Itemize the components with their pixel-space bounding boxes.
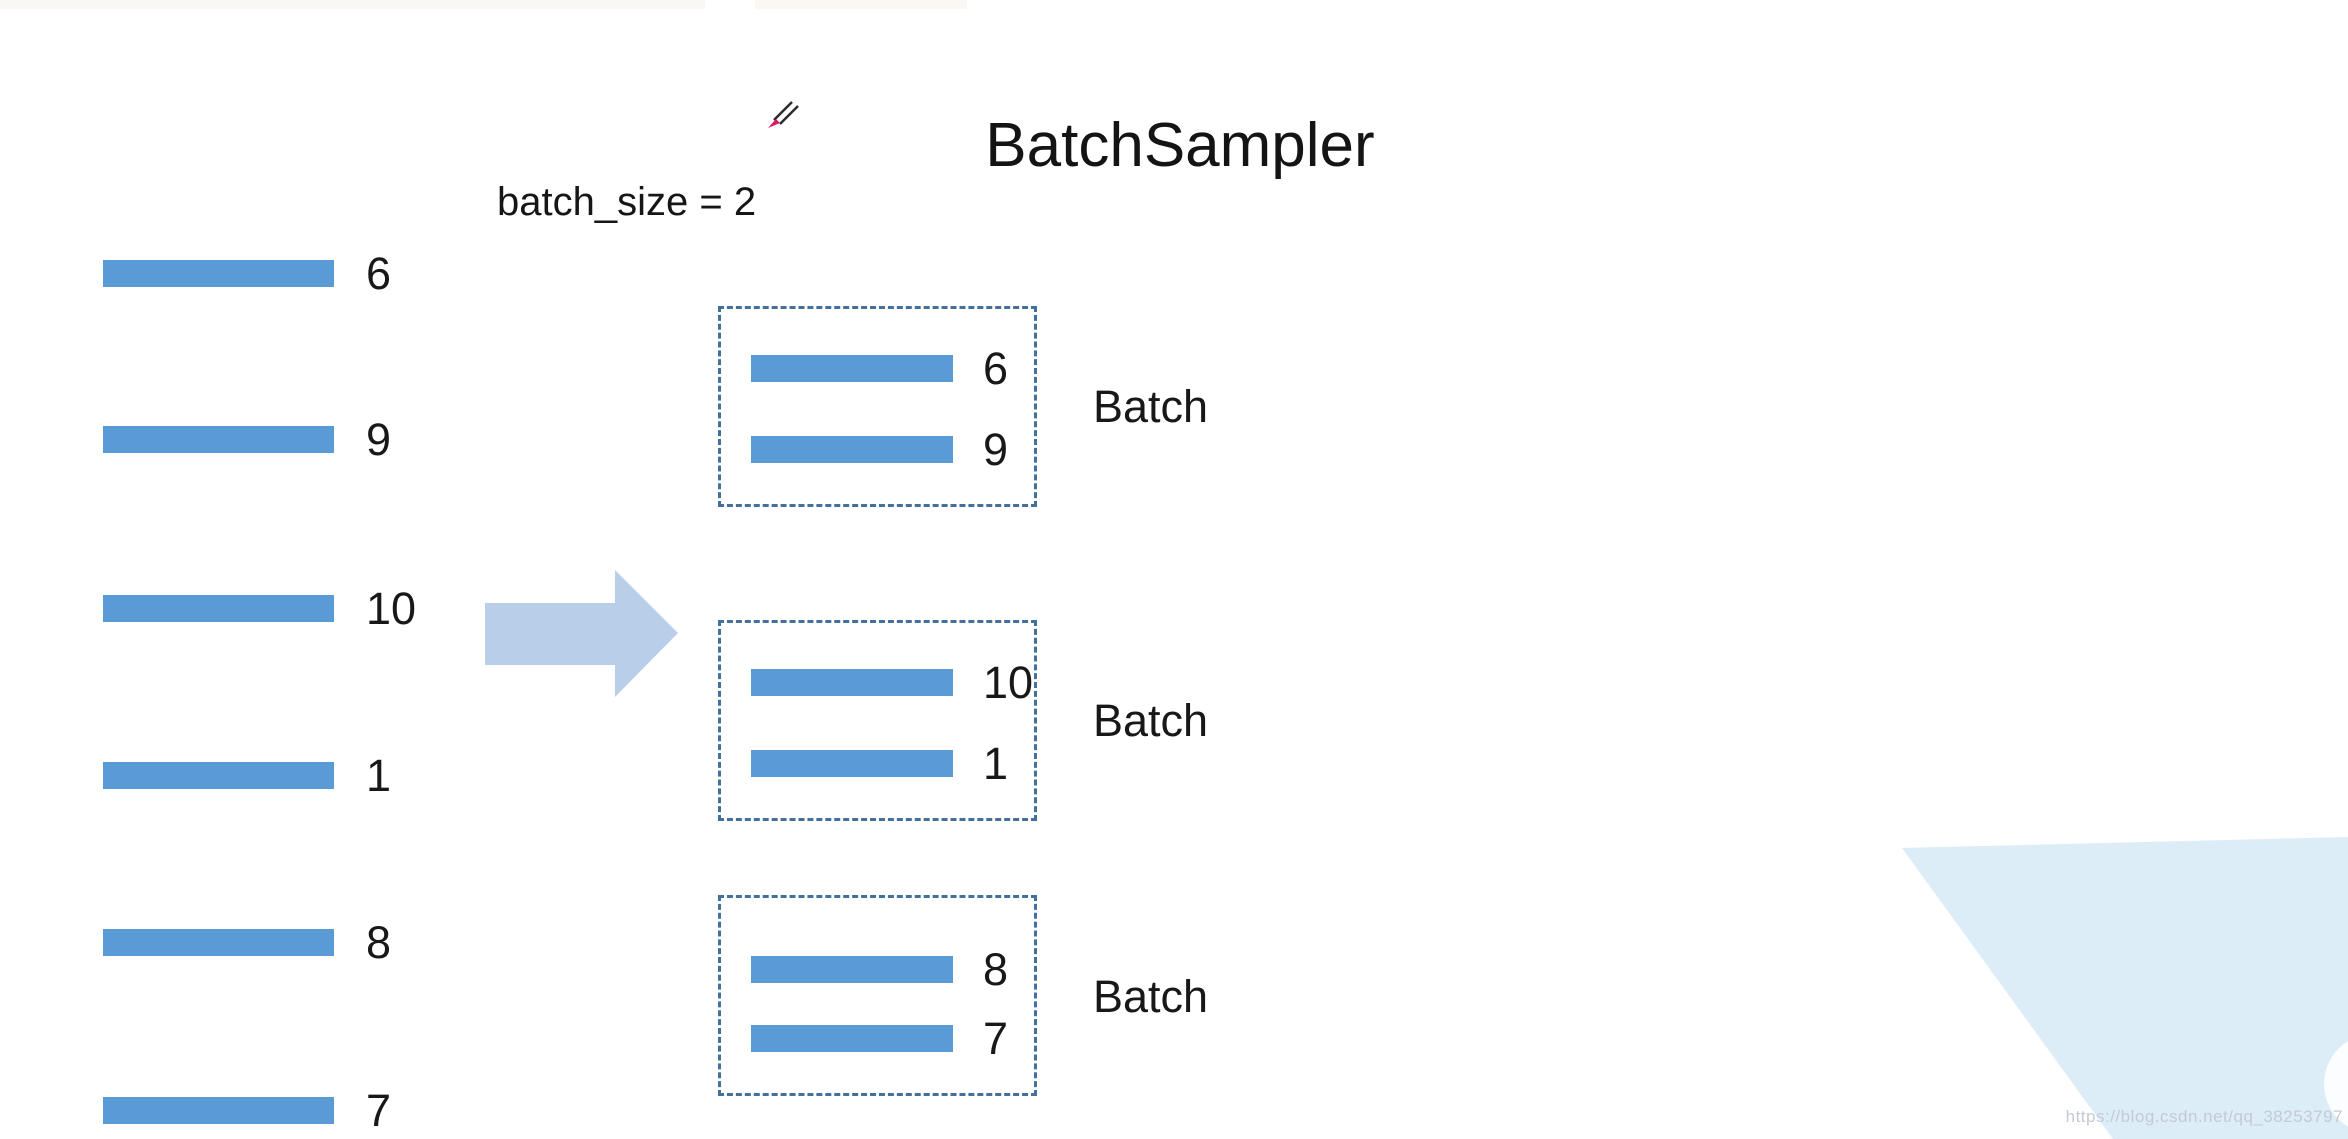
batch-item-label: 9: [983, 424, 1009, 475]
data-bar: [103, 260, 334, 287]
data-bar: [751, 669, 953, 696]
data-bar: [103, 762, 334, 789]
data-bar: [751, 436, 953, 463]
data-bar: [103, 929, 334, 956]
batch-item-label: 1: [983, 738, 1009, 789]
batch-label: Batch: [1093, 381, 1209, 432]
source-item-label: 1: [366, 750, 392, 801]
data-bar: [751, 750, 953, 777]
source-item-label: 8: [366, 917, 392, 968]
batch-box: 6 9: [718, 306, 1037, 507]
batch-item-label: 7: [983, 1013, 1009, 1064]
data-bar: [103, 595, 334, 622]
source-item: 6: [103, 251, 391, 296]
batch-item-label: 10: [983, 657, 1034, 708]
source-item: 9: [103, 417, 391, 462]
batch-item: 7: [751, 1016, 1008, 1061]
data-bar: [751, 355, 953, 382]
source-item-label: 6: [366, 248, 392, 299]
batch-size-label: batch_size = 2: [497, 180, 757, 224]
batch-item-label: 6: [983, 343, 1009, 394]
data-bar: [751, 956, 953, 983]
top-strip-right: [755, 0, 967, 9]
source-item: 8: [103, 920, 391, 965]
arrow-right-icon: [485, 570, 678, 697]
source-item: 7: [103, 1088, 391, 1133]
page-title: BatchSampler: [985, 111, 1375, 180]
source-item-label: 7: [366, 1085, 392, 1136]
source-item-label: 10: [366, 583, 417, 634]
batch-item: 9: [751, 427, 1008, 472]
source-item-label: 9: [366, 414, 392, 465]
batch-item: 8: [751, 947, 1008, 992]
batch-label: Batch: [1093, 971, 1209, 1022]
batch-box: 8 7: [718, 895, 1037, 1096]
batch-label: Batch: [1093, 695, 1209, 746]
pen-cursor-icon: [768, 101, 799, 128]
batch-item: 10: [751, 660, 1033, 705]
data-bar: [103, 1097, 334, 1124]
source-item: 1: [103, 753, 391, 798]
batch-item: 6: [751, 346, 1008, 391]
batch-item-label: 8: [983, 944, 1009, 995]
batch-box: 10 1: [718, 620, 1037, 821]
watermark-url: https://blog.csdn.net/qq_38253797: [2065, 1107, 2343, 1126]
data-bar: [103, 426, 334, 453]
batch-item: 1: [751, 741, 1008, 786]
data-bar: [751, 1025, 953, 1052]
decorative-triangle: [1902, 837, 2348, 1139]
top-strip-left: [0, 0, 705, 9]
source-item: 10: [103, 586, 416, 631]
